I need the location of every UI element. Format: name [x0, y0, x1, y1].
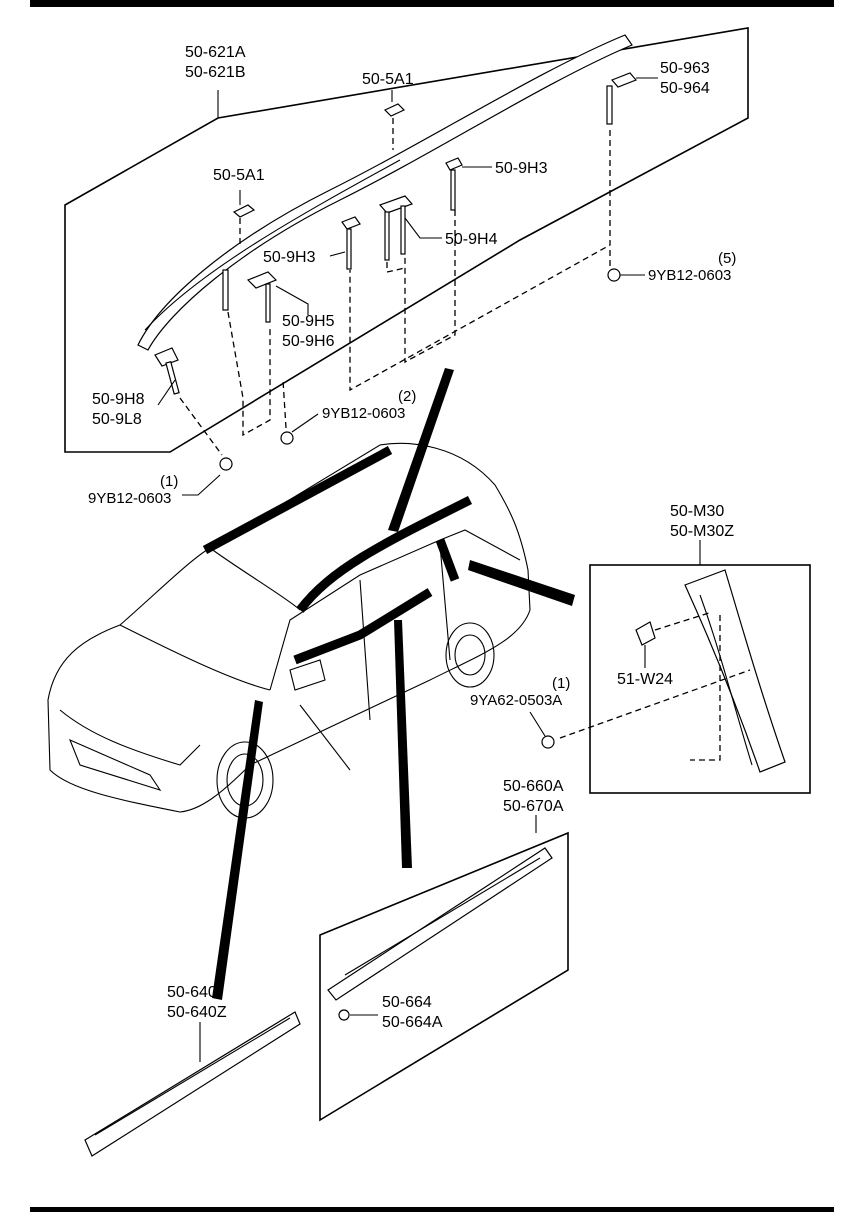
pillar-garnish-group [529, 540, 811, 794]
door-molding-part [327, 847, 553, 1001]
labels: 50-621A 50-621B 50-5A1 50-5A1 50-963 50-… [88, 44, 736, 1031]
label-963-1: 50-963 [660, 60, 710, 77]
label-640-1: 50-640 [167, 984, 217, 1001]
clip-9h3-left [341, 216, 361, 230]
label-screw: 9YA62-0503A [470, 692, 562, 709]
stud-963 [606, 85, 613, 125]
label-664-2: 50-664A [382, 1014, 443, 1031]
m30-part [684, 569, 786, 773]
label-9h8-2: 50-9L8 [92, 411, 142, 428]
label-9h5-2: 50-9H6 [282, 333, 335, 350]
clip-9h3-right [445, 157, 463, 171]
bottom-border [30, 1207, 834, 1212]
label-nut1: 9YB12-0603 [88, 490, 171, 507]
label-m30-2: 50-M30Z [670, 523, 734, 540]
clip-9h5 [246, 271, 278, 289]
label-sa1-top: 50-5A1 [362, 71, 414, 88]
label-9h3-left: 50-9H3 [263, 249, 316, 266]
label-963-2: 50-964 [660, 80, 710, 97]
label-nut2-qty: (2) [398, 388, 416, 405]
label-nut5-qty: (5) [718, 250, 736, 267]
screw [541, 735, 555, 749]
label-660-2: 50-670A [503, 798, 564, 815]
clip-9h4 [378, 195, 414, 214]
roof-rail-part [137, 34, 633, 351]
label-9h5-1: 50-9H5 [282, 313, 335, 330]
pad-top [383, 103, 406, 117]
label-sa1-left: 50-5A1 [213, 167, 265, 184]
pad-left [232, 204, 256, 218]
label-nut1-qty: (1) [160, 473, 178, 490]
label-roof-rail-1: 50-621A [185, 44, 246, 61]
label-w24: 51-W24 [617, 671, 673, 688]
label-9h3-right: 50-9H3 [495, 160, 548, 177]
door-molding-frame [319, 831, 569, 1122]
clip-9h8 [154, 347, 179, 367]
label-nut5: 9YB12-0603 [648, 267, 731, 284]
nut-2 [280, 431, 294, 445]
label-roof-rail-2: 50-621B [185, 64, 246, 81]
nut-5 [607, 268, 621, 282]
label-screw-qty: (1) [552, 675, 570, 692]
molding-640-part [84, 1011, 301, 1157]
top-border [30, 0, 834, 7]
label-9h8-1: 50-9H8 [92, 391, 145, 408]
door-lower-molding-group [84, 1011, 301, 1157]
clip-664 [338, 1009, 350, 1021]
label-664-1: 50-664 [382, 994, 432, 1011]
label-m30-1: 50-M30 [670, 503, 724, 520]
label-9h4: 50-9H4 [445, 231, 498, 248]
door-molding-group [319, 815, 569, 1122]
label-640-2: 50-640Z [167, 1004, 227, 1021]
label-660-1: 50-660A [503, 778, 564, 795]
nut-1 [219, 457, 233, 471]
roof-rail-frame [64, 27, 749, 453]
vehicle-illustration [47, 368, 575, 1000]
roof-rail-group [64, 27, 749, 496]
label-nut2: 9YB12-0603 [322, 405, 405, 422]
clip-w24 [635, 621, 656, 646]
clip-963 [610, 72, 638, 88]
